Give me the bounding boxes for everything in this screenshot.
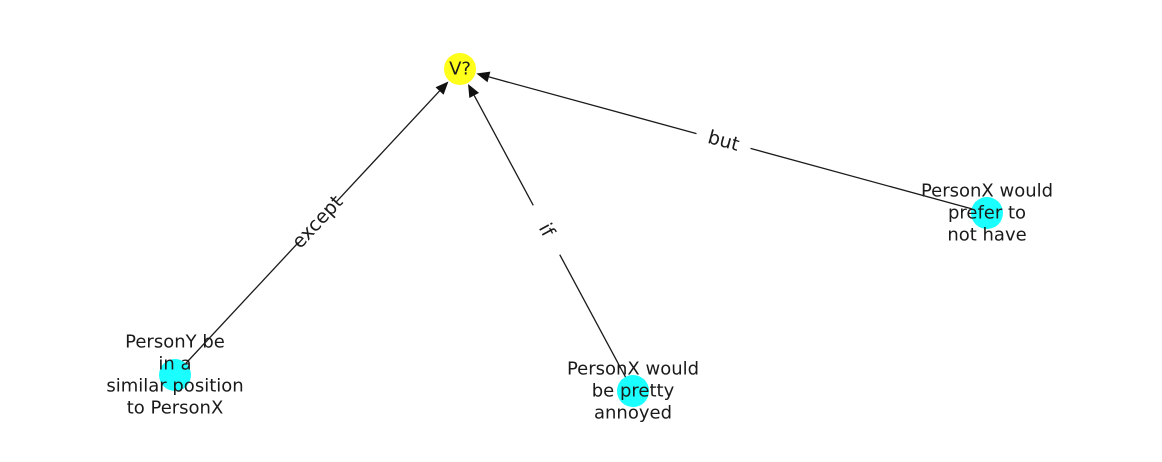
source-node <box>617 375 649 407</box>
edge-line-except <box>336 90 441 202</box>
arrow-head-except <box>435 81 449 95</box>
arrow-head-but <box>476 71 491 83</box>
edge-line-but <box>750 147 988 214</box>
node-label-line: to PersonX <box>127 398 224 419</box>
source-node <box>971 197 1003 229</box>
edge-line-if <box>473 95 534 206</box>
edge-line-if <box>559 254 634 392</box>
edge-line-except <box>174 242 299 376</box>
node-label-line: PersonX would <box>567 359 699 380</box>
edge-label-but: but <box>705 126 741 156</box>
node-label-line: V? <box>449 59 471 80</box>
node-label-line: in a <box>158 354 191 375</box>
node-label-line: PersonY be <box>125 332 225 353</box>
node-label: V? <box>449 59 471 80</box>
node-label-line: be pretty <box>592 381 675 402</box>
source-node <box>159 359 191 391</box>
edge-label-if: if <box>534 220 560 242</box>
node-label-line: annoyed <box>594 403 672 424</box>
edge-line-but <box>488 76 697 135</box>
node-label-line: prefer to <box>948 203 1026 224</box>
node-label-line: not have <box>947 225 1026 246</box>
target-node <box>444 53 476 85</box>
nodes-layer <box>159 53 1003 407</box>
edge-label-except: except <box>288 191 348 253</box>
node-label-line: PersonX would <box>921 181 1053 202</box>
arrow-head-if <box>468 83 480 99</box>
node-label-line: similar position <box>106 376 243 397</box>
edges-layer <box>174 71 988 392</box>
